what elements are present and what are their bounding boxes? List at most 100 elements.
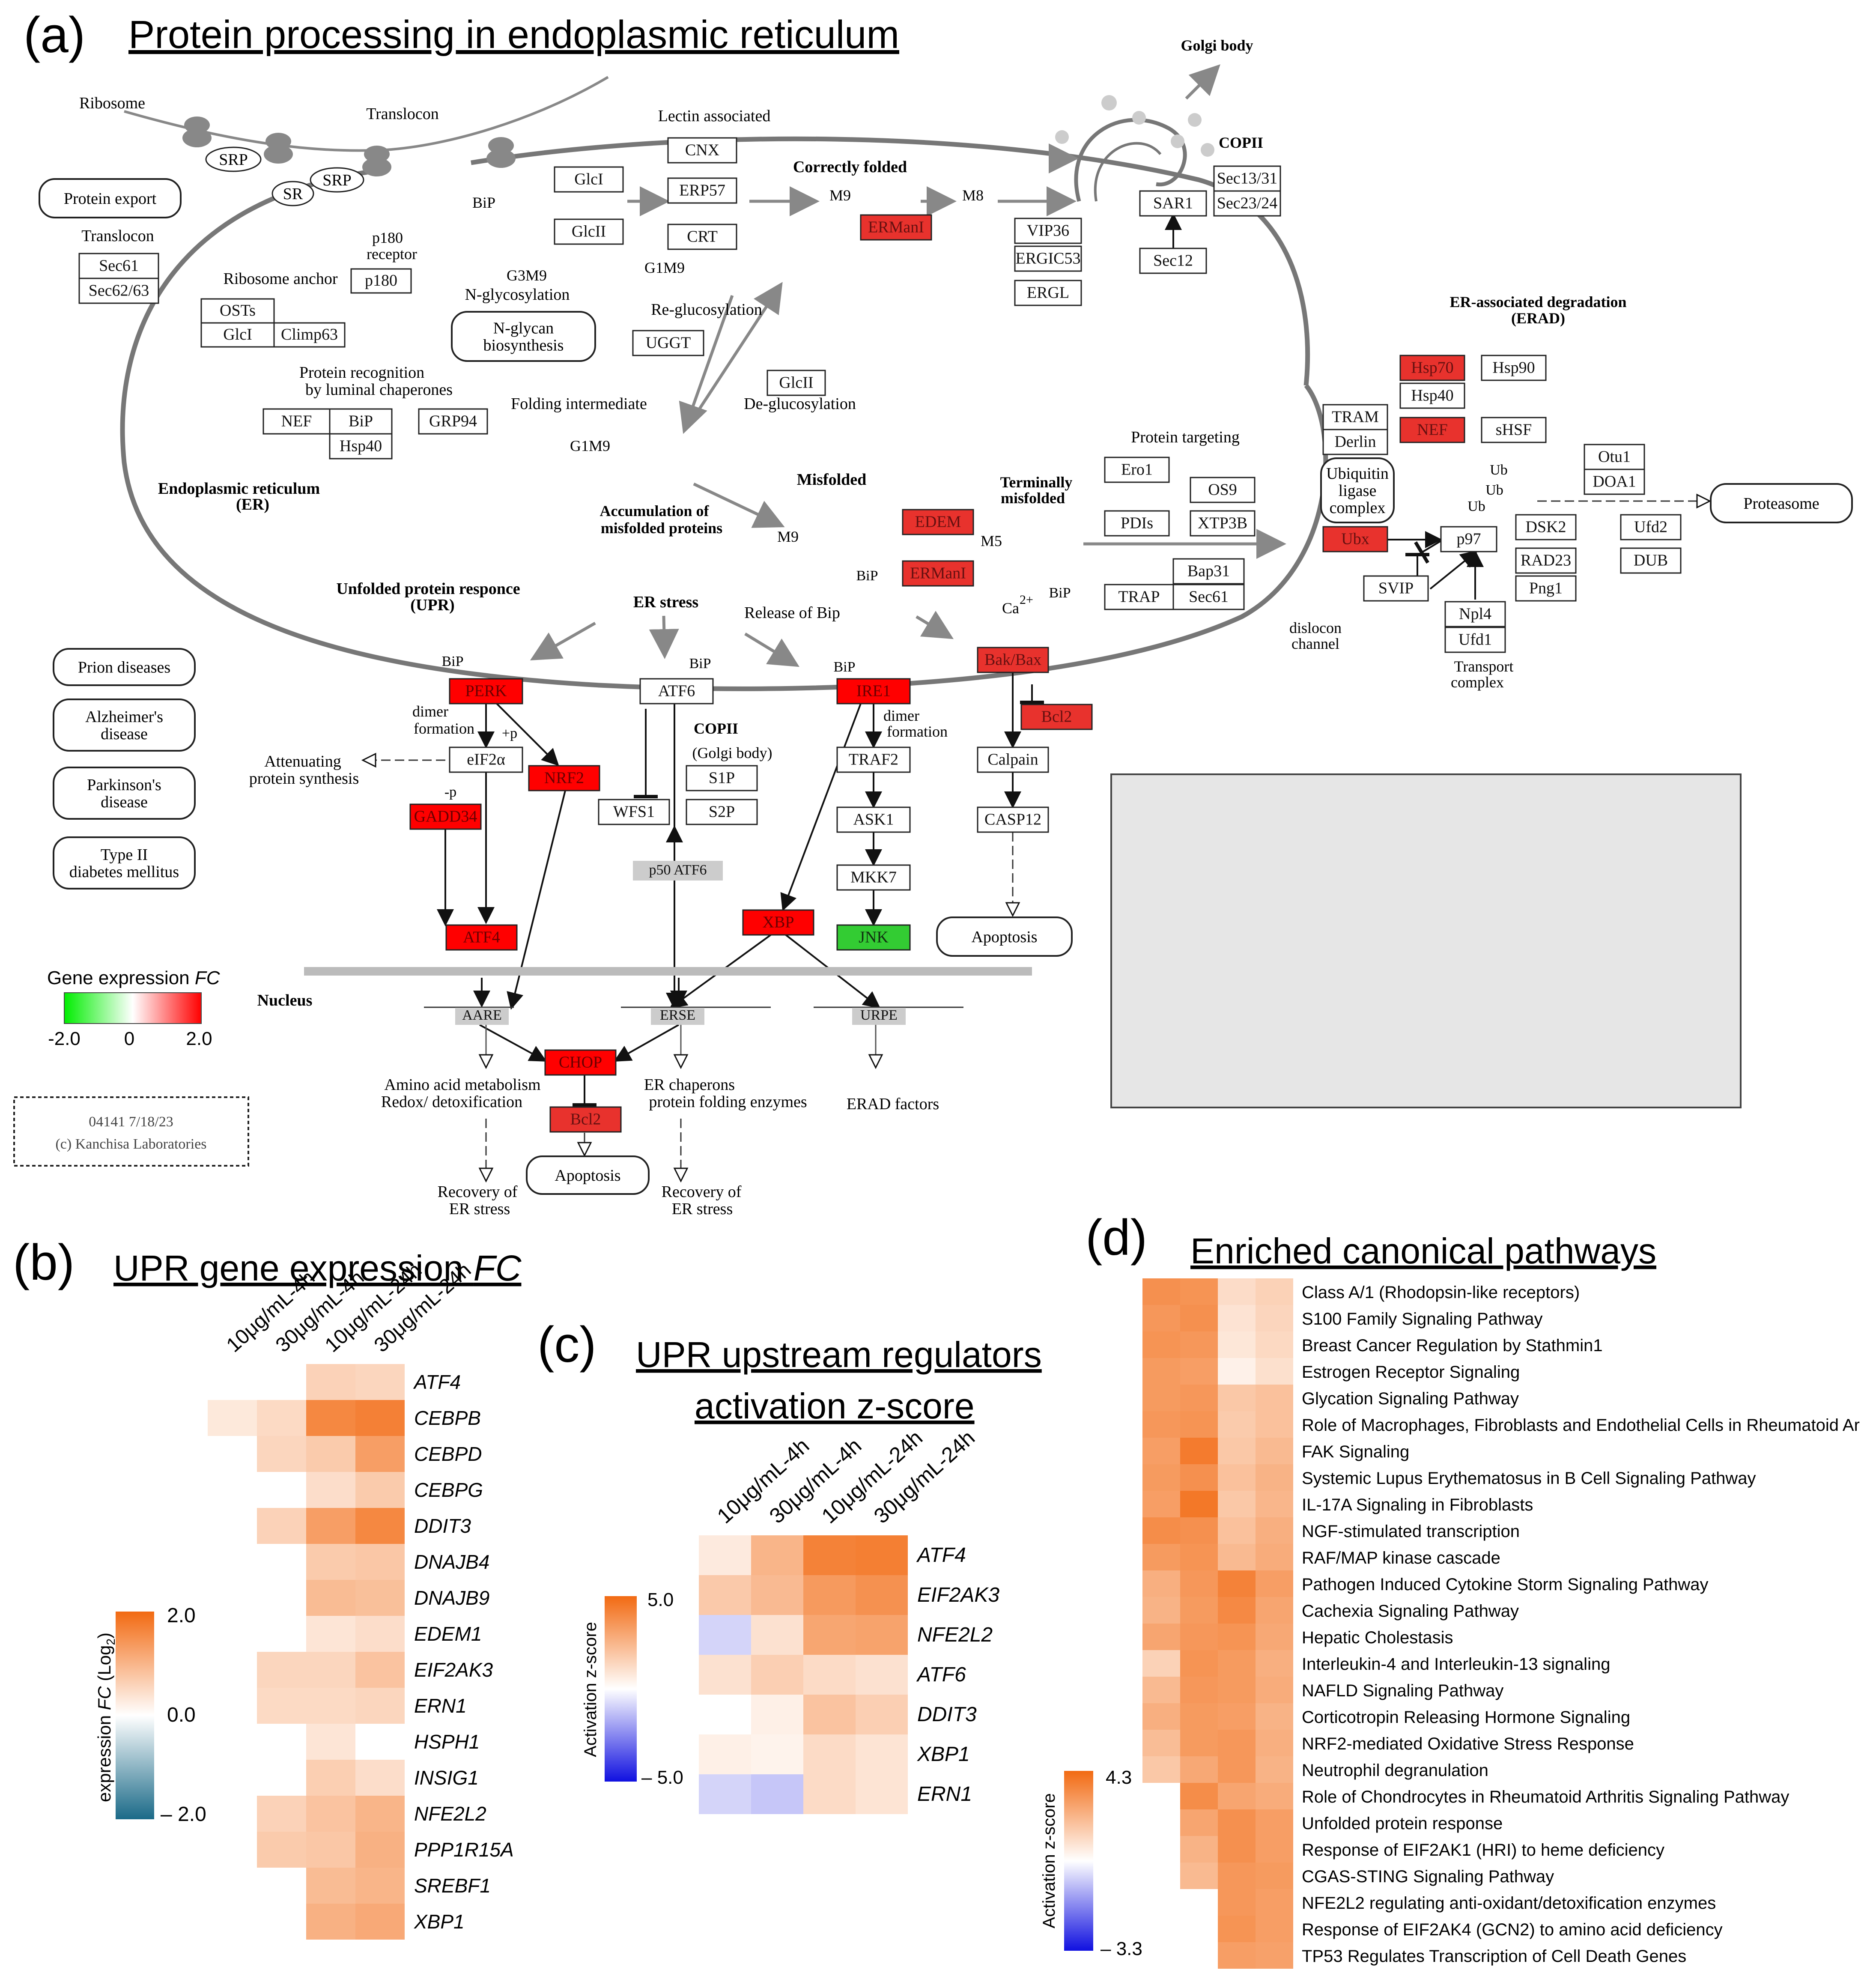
heatmap-cell <box>208 1472 257 1508</box>
panel-d-label: (d) <box>1086 1209 1147 1266</box>
heatmap-cell <box>355 1364 405 1400</box>
heatmap-cell <box>1218 1730 1256 1756</box>
gene-box-derlin: Derlin <box>1322 429 1388 455</box>
pathway-row-label: Role of Macrophages, Fibroblasts and End… <box>1302 1416 1860 1435</box>
heatmap-cell <box>1218 1677 1256 1703</box>
pathway-text: Amino acid metabolism <box>384 1076 540 1094</box>
ubiquitin-ligase-complex-panel <box>1110 773 1742 1108</box>
heatmap-cell <box>1142 1331 1180 1358</box>
heatmap-cell <box>751 1774 803 1814</box>
pathway-row-label: Response of EIF2AK4 (GCN2) to amino acid… <box>1302 1920 1723 1939</box>
map-link-prion-diseases[interactable]: Prion diseases <box>53 648 196 686</box>
heatmap-cell <box>1218 1358 1256 1385</box>
heatmap-cell <box>699 1734 751 1774</box>
pathway-text: (Golgi body) <box>692 744 772 761</box>
heatmap-cell <box>1256 1597 1293 1624</box>
gene-box-sec61: Sec61 <box>78 253 159 279</box>
pathway-text: +p <box>502 725 517 741</box>
pathway-text: Recovery of <box>438 1183 518 1201</box>
pathway-row-label: Neutrophil degranulation <box>1302 1761 1488 1780</box>
map-link-apoptosis[interactable]: Apoptosis <box>526 1155 650 1195</box>
pathway-text: by luminal chaperones <box>305 381 453 399</box>
heatmap-cell <box>1180 1624 1218 1650</box>
gene-label: VIP36 <box>1027 222 1069 240</box>
legend-max: 2.0 <box>186 1028 212 1049</box>
gene-box-glci: GlcI <box>554 166 624 193</box>
panel-b-scale-max: 2.0 <box>167 1604 196 1627</box>
map-link-label: Type II <box>101 846 148 864</box>
gene-box-s2p: S2P <box>686 799 758 825</box>
heatmap-cell <box>1180 1836 1218 1863</box>
heatmap-cell <box>257 1580 306 1616</box>
pathway-row-label: Interleukin-4 and Interleukin-13 signali… <box>1302 1655 1610 1674</box>
pathway-text: M9 <box>777 528 799 545</box>
heatmap-cell <box>699 1575 751 1615</box>
heatmap-cell <box>208 1508 257 1544</box>
map-link-label: diabetes mellitus <box>69 863 179 881</box>
gene-box-shsf: sHSF <box>1481 417 1547 443</box>
gene-row-label: EDEM1 <box>414 1623 482 1645</box>
gene-row-label: SREBF1 <box>414 1875 491 1897</box>
gene-box-glcii: GlcII <box>554 218 624 245</box>
heatmap-cell <box>1256 1438 1293 1464</box>
pathway-text: Recovery of <box>662 1183 742 1201</box>
heatmap-cell <box>803 1695 856 1734</box>
map-link-label: N-glycan <box>493 319 554 337</box>
heatmap-cell <box>1142 1491 1180 1517</box>
gene-label: SRP <box>219 151 248 169</box>
heatmap-cell <box>306 1436 355 1472</box>
heatmap-cell <box>1142 1730 1180 1756</box>
footer-line2: (c) Kanchisa Laboratories <box>55 1136 206 1152</box>
map-link-proteasome[interactable]: Proteasome <box>1710 483 1853 523</box>
heatmap-cell <box>1256 1677 1293 1703</box>
regulator-row-label: XBP1 <box>917 1743 970 1766</box>
heatmap-cell <box>751 1535 803 1575</box>
map-link-apoptosis[interactable]: Apoptosis <box>936 916 1073 957</box>
heatmap-cell <box>1180 1464 1218 1491</box>
map-link-protein-export[interactable]: Protein export <box>39 178 182 218</box>
gene-box-bip: BiP <box>329 408 393 435</box>
pathway-arrow <box>614 1024 679 1062</box>
pathway-row-label: TP53 Regulates Transcription of Cell Dea… <box>1302 1947 1686 1966</box>
panel-d-scale-gradient <box>1064 1771 1093 1951</box>
pathway-text: dimer <box>412 703 448 720</box>
gene-row-label: HSPH1 <box>414 1731 480 1753</box>
pathway-text: Endoplasmic reticulum <box>158 480 320 498</box>
pathway-text: -p <box>444 784 456 800</box>
gene-label: ATF6 <box>658 682 695 700</box>
gene-box-sar1: SAR1 <box>1139 190 1207 217</box>
gene-row-label: CEBPD <box>414 1443 482 1465</box>
gene-box-sec23-24: Sec23/24 <box>1213 190 1281 217</box>
gene-box-s1p: S1P <box>686 765 758 791</box>
heatmap-cell <box>355 1652 405 1688</box>
gene-box-ergic53: ERGIC53 <box>1014 245 1082 272</box>
gene-label: Otu1 <box>1598 448 1631 466</box>
heatmap-cell <box>355 1688 405 1724</box>
heatmap-cell <box>1142 1517 1180 1544</box>
heatmap-cell <box>1256 1650 1293 1677</box>
pathway-text: Ub <box>1467 498 1485 514</box>
heatmap-cell <box>257 1652 306 1688</box>
gene-label: Bak/Bax <box>984 651 1041 669</box>
gene-label: SRP <box>322 171 352 189</box>
gene-row-label: DNAJB4 <box>414 1551 489 1573</box>
gene-label: ERP57 <box>679 182 725 200</box>
gene-label: Derlin <box>1334 433 1376 451</box>
panel-b-cells <box>208 1364 405 1940</box>
heatmap-cell <box>751 1655 803 1695</box>
heatmap-cell <box>856 1774 908 1814</box>
pathway-row-label: Systemic Lupus Erythematosus in B Cell S… <box>1302 1469 1756 1488</box>
panel-a-title: Protein processing in endoplasmic reticu… <box>128 13 899 57</box>
heatmap-cell <box>1180 1438 1218 1464</box>
gene-row-label: ATF4 <box>413 1371 461 1393</box>
heatmap-cell <box>1142 1597 1180 1624</box>
pathway-text: 2+ <box>1020 593 1033 607</box>
panel-b-scale-mid: 0.0 <box>167 1704 196 1726</box>
heatmap-cell <box>1256 1464 1293 1491</box>
pathway-arrow <box>479 1024 547 1062</box>
